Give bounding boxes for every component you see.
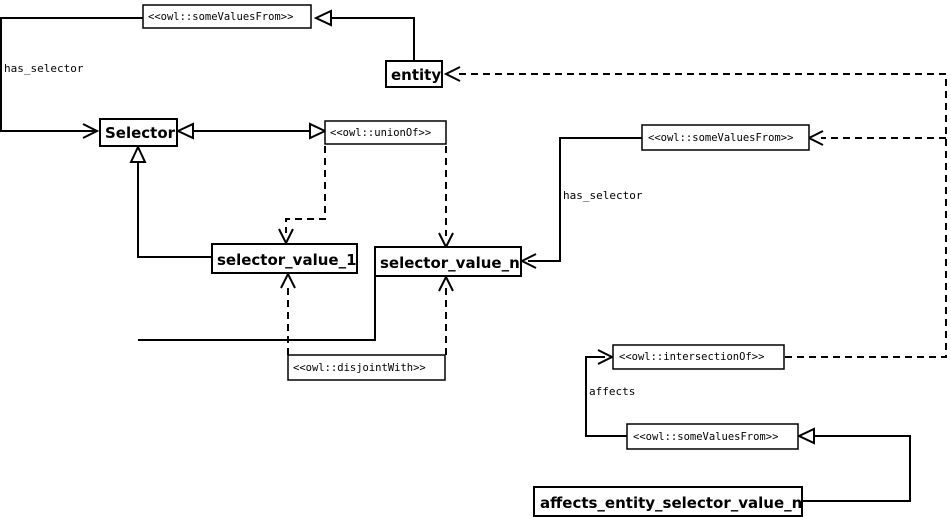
edge-selector-value-1-to-selector [137,162,212,258]
node-intersection-of[interactable]: <<owl::intersectionOf>> [612,344,785,370]
edge-intersection-to-entity [457,73,947,358]
edge-has-selector-left-arrowhead [82,123,100,139]
node-selector-value-n[interactable]: selector_value_n [374,246,522,277]
edge-selector-unionof-triangle-right [309,122,328,140]
edge-entity-to-svf-top [331,17,415,61]
label-has-selector-right: has_selector [563,189,643,202]
svg-text:Selector: Selector [105,124,176,142]
svg-text:entity: entity [391,66,441,84]
edge-affects-node-to-svf-bottom [803,435,911,502]
svg-text:selector_value_1: selector_value_1 [217,251,357,269]
node-union-of[interactable]: <<owl::unionOf>> [324,120,447,145]
svg-text:affects_entity_selector_value_: affects_entity_selector_value_n [540,494,802,512]
edge-entity-to-svf-top-triangle [313,9,332,27]
node-svf-right[interactable]: <<owl::someValuesFrom>> [641,124,810,151]
edge-disjoint-to-value-1-arrowhead [280,271,296,289]
node-selector[interactable]: Selector [99,118,178,147]
edge-affects-arrowhead [597,349,615,365]
edge-selector-unionof-triangle-left [175,122,194,140]
edge-affects-node-to-svf-bottom-triangle [796,427,815,445]
node-svf-bottom[interactable]: <<owl::someValuesFrom>> [626,423,799,450]
node-selector-value-1[interactable]: selector_value_1 [211,243,358,274]
label-has-selector-left: has_selector [4,62,84,75]
svg-text:<<owl::unionOf>>: <<owl::unionOf>> [330,127,431,139]
node-disjoint-with[interactable]: <<owl::disjointWith>> [287,354,446,381]
label-affects: affects [589,385,635,398]
node-svf-top[interactable]: <<owl::someValuesFrom>> [142,4,312,29]
edge-has-selector-right [528,137,642,262]
edge-has-selector-left [0,17,143,132]
edge-values-to-selector-triangle [129,144,147,163]
node-entity[interactable]: entity [385,60,443,88]
edge-selector-value-n-to-selector [138,275,376,341]
svg-text:<<owl::disjointWith>>: <<owl::disjointWith>> [293,362,426,374]
node-affects-entity-selector-value-n[interactable]: affects_entity_selector_value_n [533,486,803,517]
edge-intersection-to-svf-right-arrowhead [806,130,824,146]
svg-text:<<owl::intersectionOf>>: <<owl::intersectionOf>> [619,351,764,363]
svg-text:<<owl::someValuesFrom>>: <<owl::someValuesFrom>> [648,132,793,144]
edge-intersection-to-entity-arrowhead [443,66,461,82]
svg-text:<<owl::someValuesFrom>>: <<owl::someValuesFrom>> [633,431,778,443]
edge-affects [585,356,627,437]
edge-unionof-to-value-1 [285,146,326,233]
svg-text:<<owl::someValuesFrom>>: <<owl::someValuesFrom>> [148,11,293,23]
svg-text:selector_value_n: selector_value_n [380,254,520,272]
